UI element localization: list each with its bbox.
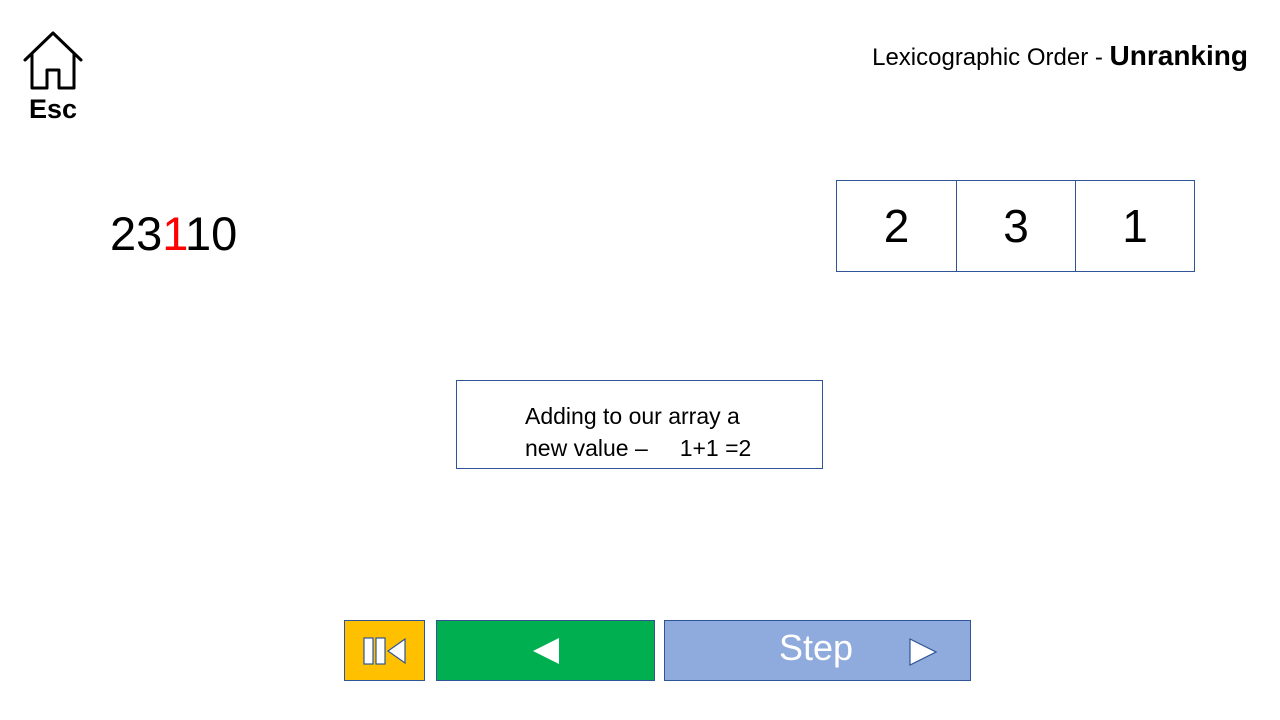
sequence-highlight: 1 <box>162 207 185 260</box>
step-label: Step <box>779 627 854 668</box>
triangle-right-icon <box>909 638 938 666</box>
array-cell: 2 <box>883 200 910 252</box>
home-icon <box>23 31 83 90</box>
message-box: Adding to our array a new value – 1+1 =2 <box>456 380 823 469</box>
sequence-before: 23 <box>110 207 163 260</box>
array-cell: 1 <box>1075 181 1194 271</box>
title-prefix: Lexicographic Order - <box>872 44 1110 71</box>
page-title: Lexicographic Order - Unranking <box>872 40 1248 72</box>
sequence-display: 23110 <box>110 206 237 261</box>
step-button[interactable]: Step <box>664 620 971 681</box>
home-button[interactable]: Esc <box>22 30 84 130</box>
result-array: 2 3 1 <box>836 180 1195 272</box>
skip-to-start-icon <box>362 636 406 665</box>
restart-button[interactable] <box>344 620 425 681</box>
back-button[interactable] <box>436 620 655 681</box>
triangle-left-icon <box>532 637 559 664</box>
array-cell: 3 <box>956 181 1075 271</box>
esc-label: Esc <box>28 94 78 124</box>
sequence-after: 10 <box>184 207 238 260</box>
title-bold: Unranking <box>1109 40 1248 71</box>
message-text: Adding to our array a new value – 1+1 =2 <box>525 403 752 461</box>
